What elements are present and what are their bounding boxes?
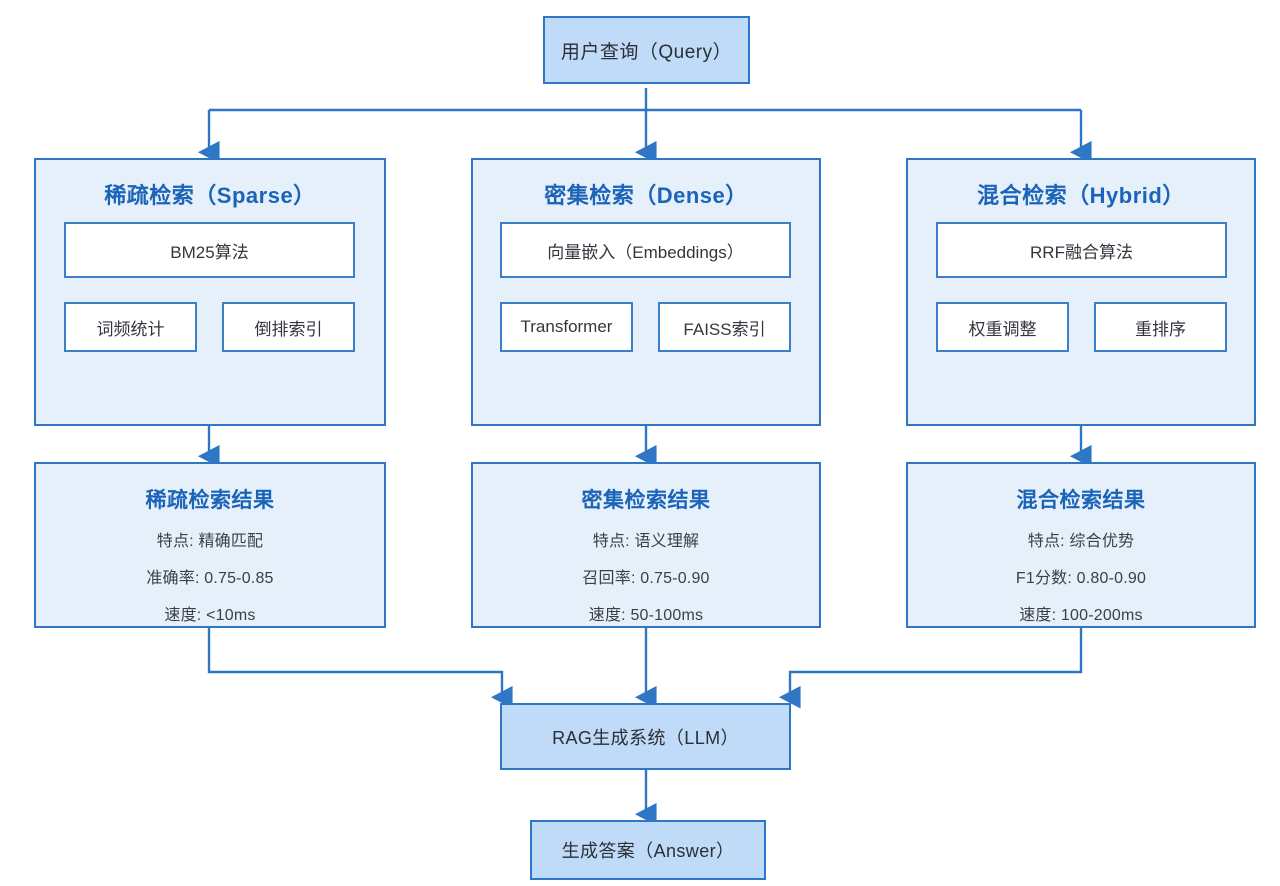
edge-hybrid-result-to-rag	[778, 628, 1083, 709]
node-rag-label: RAG生成系统（LLM）	[552, 727, 739, 748]
dense-primary-label: 向量嵌入（Embeddings）	[547, 242, 744, 262]
result-hybrid-line-0: 特点: 综合优势	[1027, 533, 1135, 550]
node-user-query-label: 用户查询（Query）	[560, 41, 733, 63]
hybrid-sub-0-label: 权重调整	[968, 319, 1037, 339]
hybrid-sub-rerank[interactable]: 重排序	[1094, 302, 1227, 352]
node-user-query[interactable]: 用户查询（Query）	[543, 16, 750, 84]
result-dense-line-2: 速度: 50-100ms	[588, 607, 704, 624]
sparse-primary-bm25[interactable]: BM25算法	[64, 222, 355, 278]
dense-primary-embeddings[interactable]: 向量嵌入（Embeddings）	[500, 222, 791, 278]
group-dense-retrieval[interactable]: 密集检索（Dense）	[471, 158, 821, 426]
dense-sub-faiss-index[interactable]: FAISS索引	[658, 302, 791, 352]
node-answer-label: 生成答案（Answer）	[561, 841, 735, 861]
group-sparse-title: 稀疏检索（Sparse）	[104, 183, 316, 208]
edge-sparse-result-to-rag	[207, 628, 513, 709]
dense-sub-transformer[interactable]: Transformer	[500, 302, 633, 352]
sparse-sub-term-frequency[interactable]: 词频统计	[64, 302, 197, 352]
result-dense-line-1: 召回率: 0.75-0.90	[582, 570, 710, 587]
result-dense-title: 密集检索结果	[581, 489, 711, 512]
dense-sub-1-label: FAISS索引	[683, 319, 766, 339]
result-hybrid-title: 混合检索结果	[1016, 489, 1146, 512]
sparse-sub-inverted-index[interactable]: 倒排索引	[222, 302, 355, 352]
sparse-sub-1-label: 倒排索引	[254, 319, 323, 339]
result-sparse-line-0: 特点: 精确匹配	[156, 533, 264, 550]
result-sparse[interactable]: 稀疏检索结果 特点: 精确匹配 准确率: 0.75-0.85 速度: <10ms	[34, 462, 386, 628]
node-rag-generation-system[interactable]: RAG生成系统（LLM）	[500, 703, 791, 770]
node-generated-answer[interactable]: 生成答案（Answer）	[530, 820, 766, 880]
group-dense-title: 密集检索（Dense）	[544, 183, 748, 208]
hybrid-primary-label: RRF融合算法	[1030, 242, 1133, 262]
sparse-sub-0-label: 词频统计	[96, 319, 165, 339]
result-hybrid-line-1: F1分数: 0.80-0.90	[1015, 570, 1147, 587]
result-sparse-title: 稀疏检索结果	[145, 489, 275, 512]
group-sparse-retrieval[interactable]: 稀疏检索（Sparse）	[34, 158, 386, 426]
hybrid-sub-1-label: 重排序	[1135, 319, 1186, 339]
result-hybrid-line-2: 速度: 100-200ms	[1019, 607, 1143, 624]
hybrid-primary-rrf[interactable]: RRF融合算法	[936, 222, 1227, 278]
hybrid-sub-weight-tuning[interactable]: 权重调整	[936, 302, 1069, 352]
sparse-primary-label: BM25算法	[170, 242, 249, 262]
result-sparse-line-2: 速度: <10ms	[164, 607, 256, 624]
result-hybrid[interactable]: 混合检索结果 特点: 综合优势 F1分数: 0.80-0.90 速度: 100-…	[906, 462, 1256, 628]
group-hybrid-retrieval[interactable]: 混合检索（Hybrid）	[906, 158, 1256, 426]
result-sparse-line-1: 准确率: 0.75-0.85	[146, 570, 274, 587]
dense-sub-0-label: Transformer	[520, 317, 613, 336]
result-dense-line-0: 特点: 语义理解	[592, 533, 700, 550]
group-hybrid-title: 混合检索（Hybrid）	[977, 183, 1185, 208]
result-dense[interactable]: 密集检索结果 特点: 语义理解 召回率: 0.75-0.90 速度: 50-10…	[471, 462, 821, 628]
